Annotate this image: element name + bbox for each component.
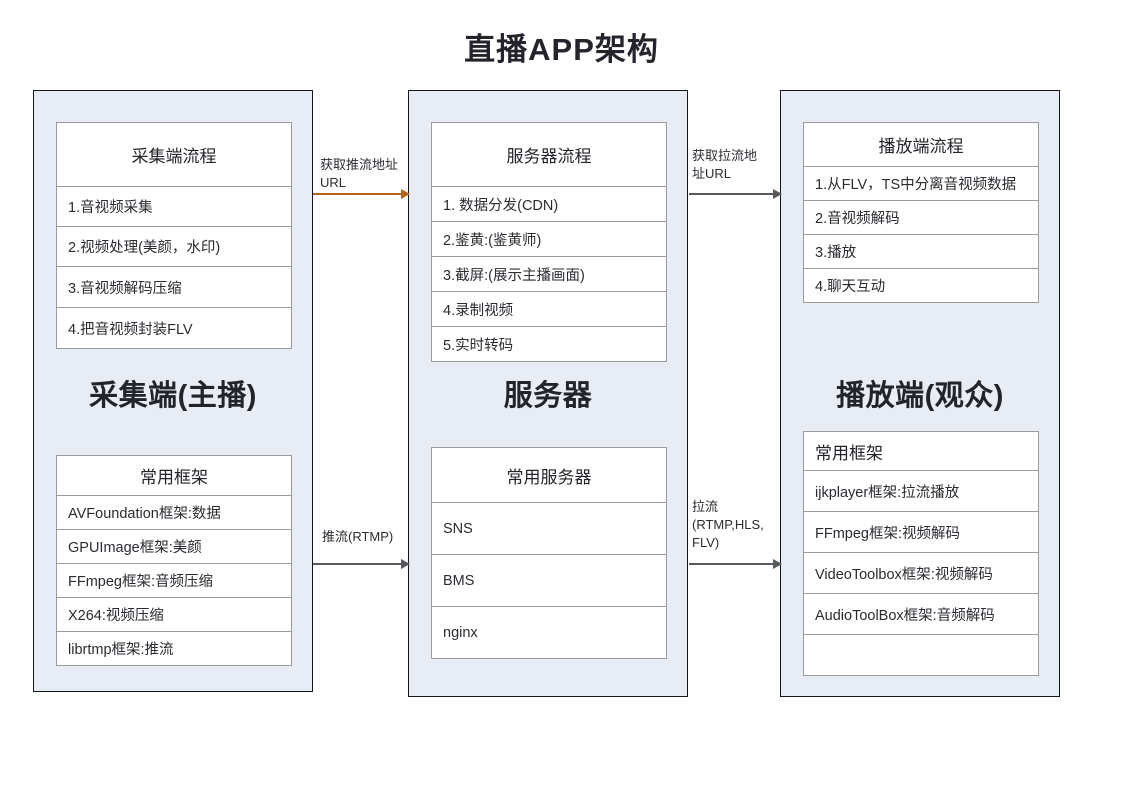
arrow-label-pull-stream: 拉流 (RTMP,HLS, FLV) xyxy=(692,499,764,550)
table-row: SNS xyxy=(432,502,666,554)
server-flow-table: 服务器流程 1. 数据分发(CDN) 2.鉴黄:(鉴黄师) 3.截屏:(展示主播… xyxy=(431,122,667,362)
table-row: FFmpeg框架:视频解码 xyxy=(804,511,1038,552)
capture-flow-header: 采集端流程 xyxy=(131,147,217,166)
table-row: AudioToolBox框架:音频解码 xyxy=(804,593,1038,634)
player-flow-table: 播放端流程 1.从FLV，TS中分离音视频数据 2.音视频解码 3.播放 4.聊… xyxy=(803,122,1039,303)
player-heading: 播放端(观众) xyxy=(836,380,1004,412)
table-row: 5.实时转码 xyxy=(432,326,666,361)
table-row: 1.音视频采集 xyxy=(57,186,291,226)
arrow-head-icon xyxy=(401,559,410,569)
table-row: 2.视频处理(美颜，水印) xyxy=(57,226,291,266)
arrow-server-to-player-url xyxy=(689,189,782,199)
capture-heading: 采集端(主播) xyxy=(89,380,257,412)
page-title: 直播APP架构 xyxy=(464,32,659,67)
arrow-shaft xyxy=(689,193,781,195)
table-row: ijkplayer框架:拉流播放 xyxy=(804,470,1038,511)
arrow-capture-to-server-stream xyxy=(313,559,410,569)
table-row: VideoToolbox框架:视频解码 xyxy=(804,552,1038,593)
arrow-shaft xyxy=(313,193,409,195)
table-row: 1. 数据分发(CDN) xyxy=(432,186,666,221)
arrow-label-push-stream: 推流(RTMP) xyxy=(322,529,394,544)
table-row: 4.录制视频 xyxy=(432,291,666,326)
table-row: librtmp框架:推流 xyxy=(57,631,291,665)
table-row: nginx xyxy=(432,606,666,658)
arrow-head-icon xyxy=(401,189,410,199)
table-row: 1.从FLV，TS中分离音视频数据 xyxy=(804,166,1038,200)
panel-capture-side: 采集端流程 1.音视频采集 2.视频处理(美颜，水印) 3.音视频解码压缩 4.… xyxy=(33,90,313,692)
table-row: X264:视频压缩 xyxy=(57,597,291,631)
table-row: 4.聊天互动 xyxy=(804,268,1038,302)
table-row: 3.音视频解码压缩 xyxy=(57,266,291,307)
table-row: GPUImage框架:美颜 xyxy=(57,529,291,563)
server-flow-header: 服务器流程 xyxy=(506,147,592,166)
arrow-capture-to-server-url xyxy=(313,189,410,199)
table-row: AVFoundation框架:数据 xyxy=(57,495,291,529)
arrow-label-pull-url: 获取拉流地 址URL xyxy=(692,148,758,181)
table-row: 3.截屏:(展示主播画面) xyxy=(432,256,666,291)
table-row: 2.音视频解码 xyxy=(804,200,1038,234)
arrow-head-icon xyxy=(773,559,782,569)
arrow-shaft xyxy=(313,563,409,565)
capture-framework-table: 常用框架 AVFoundation框架:数据 GPUImage框架:美颜 FFm… xyxy=(56,455,292,666)
capture-flow-table: 采集端流程 1.音视频采集 2.视频处理(美颜，水印) 3.音视频解码压缩 4.… xyxy=(56,122,292,349)
panel-server-side: 服务器流程 1. 数据分发(CDN) 2.鉴黄:(鉴黄师) 3.截屏:(展示主播… xyxy=(408,90,688,697)
arrow-label-push-url: 获取推流地址 URL xyxy=(320,157,399,190)
player-flow-header: 播放端流程 xyxy=(878,137,964,156)
table-row: 2.鉴黄:(鉴黄师) xyxy=(432,221,666,256)
player-framework-header: 常用框架 xyxy=(815,443,883,463)
player-framework-table: 常用框架 ijkplayer框架:拉流播放 FFmpeg框架:视频解码 Vide… xyxy=(803,431,1039,676)
arrow-shaft xyxy=(689,563,781,565)
table-row: BMS xyxy=(432,554,666,606)
server-framework-header: 常用服务器 xyxy=(506,467,592,487)
arrow-server-to-player-stream xyxy=(689,559,782,569)
arrow-head-icon xyxy=(773,189,782,199)
server-heading: 服务器 xyxy=(503,380,593,412)
capture-framework-header: 常用框架 xyxy=(140,468,208,487)
table-row: 3.播放 xyxy=(804,234,1038,268)
table-row: FFmpeg框架:音频压缩 xyxy=(57,563,291,597)
table-row xyxy=(804,634,1038,675)
table-row: 4.把音视频封装FLV xyxy=(57,307,291,348)
server-framework-table: 常用服务器 SNS BMS nginx xyxy=(431,447,667,659)
panel-player-side: 播放端流程 1.从FLV，TS中分离音视频数据 2.音视频解码 3.播放 4.聊… xyxy=(780,90,1060,697)
